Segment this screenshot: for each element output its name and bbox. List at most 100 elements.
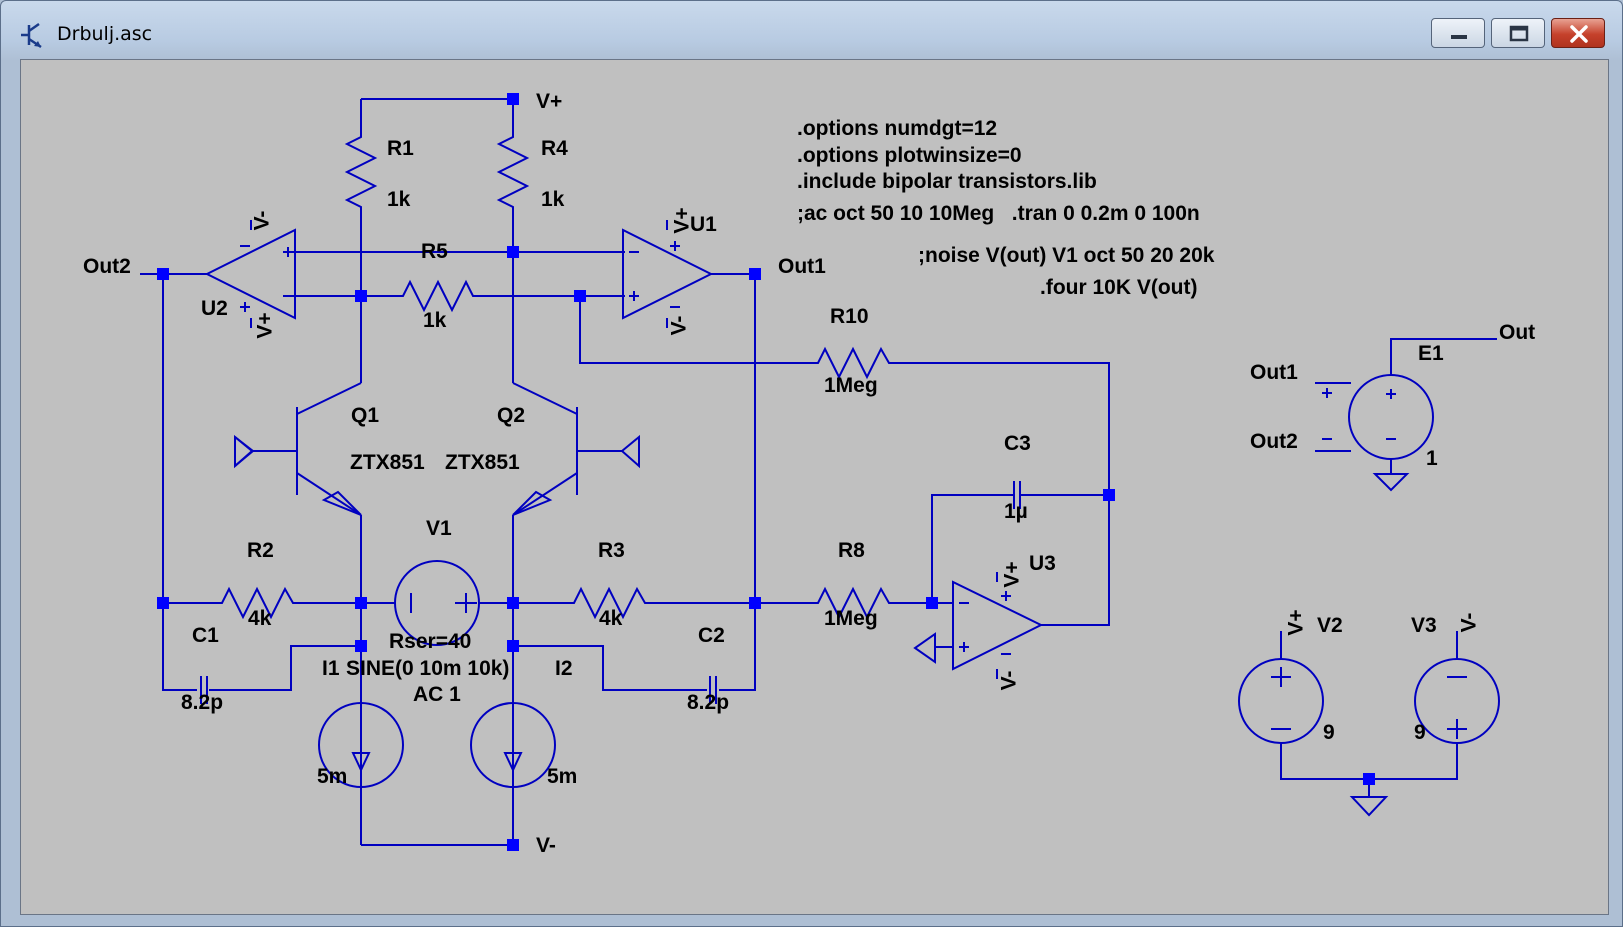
- r2-value: 4k: [248, 607, 272, 630]
- resistor-r1-symbol: [344, 129, 378, 217]
- current-source-i1-symbol: [318, 702, 404, 788]
- opamp-u3-symbol: [952, 580, 1044, 671]
- u2-name: U2: [201, 297, 228, 320]
- resistor-r3-symbol: [567, 586, 655, 620]
- r8-value: 1Meg: [824, 607, 878, 630]
- r1-name: R1: [387, 137, 414, 160]
- u2-supply-vminus: V-: [250, 210, 274, 231]
- e1-ground: [1372, 473, 1410, 492]
- maximize-icon: [1509, 25, 1529, 42]
- net-label-e1-out2: Out2: [1250, 430, 1298, 453]
- q1-name: Q1: [351, 404, 380, 427]
- window-title: Drbulj.asc: [57, 23, 153, 45]
- v1-value-ac: AC 1: [413, 683, 461, 706]
- pin-signs: [240, 241, 1396, 655]
- net-label-out2: Out2: [83, 255, 131, 278]
- q1-emitter-arrow: [321, 490, 362, 516]
- transistor-q2-symbol: [512, 382, 623, 516]
- capacitor-c2-plates: [709, 676, 717, 704]
- directive-four[interactable]: .four 10K V(out): [1040, 276, 1198, 299]
- i1-arrow: [351, 720, 371, 773]
- q2-model: ZTX851: [445, 451, 520, 474]
- v1-value-rser: Rser=40: [389, 630, 472, 653]
- resistor-r8-symbol: [811, 586, 899, 620]
- transistor-app-icon: [21, 22, 42, 49]
- schematic-canvas[interactable]: V+ V- Out2 Out1 Out Out1 Out2 V- V+ V+ V…: [20, 59, 1609, 915]
- title-bar[interactable]: Drbulj.asc: [1, 1, 1622, 59]
- e1-value: 1: [1426, 447, 1438, 470]
- net-label-vminus: V-: [536, 834, 556, 857]
- directive-options-plotwinsize[interactable]: .options plotwinsize=0: [797, 144, 1022, 167]
- r5-value: 1k: [423, 309, 447, 332]
- c2-name: C2: [698, 624, 725, 647]
- i2-arrow: [503, 720, 523, 773]
- v1-signs: [410, 593, 477, 613]
- r3-name: R3: [598, 539, 625, 562]
- i2-name: I2: [555, 657, 573, 680]
- net-label-vplus: V+: [536, 90, 563, 113]
- close-icon: [1570, 25, 1588, 43]
- r4-value: 1k: [541, 188, 565, 211]
- capacitor-c1-plates: [200, 676, 208, 704]
- current-source-i2-symbol: [470, 702, 556, 788]
- net-label-out: Out: [1499, 321, 1536, 344]
- wire-vplus-top: [360, 98, 514, 129]
- v2-supply-vplus: V+: [1284, 609, 1308, 636]
- v3-value: 9: [1414, 721, 1426, 744]
- i2-value: 5m: [547, 765, 578, 788]
- u1-supply-vminus: V-: [667, 315, 691, 336]
- opamp-u2-symbol: [204, 228, 296, 320]
- resistor-r4-symbol: [496, 129, 530, 217]
- u2-supply-vplus: V+: [253, 312, 277, 339]
- q2-base-ground: [620, 434, 640, 469]
- r3-value: 4k: [599, 607, 623, 630]
- q2-emitter-arrow: [512, 490, 553, 516]
- minimize-button[interactable]: [1431, 18, 1485, 48]
- v2-name: V2: [1317, 614, 1343, 637]
- wire-v2-v3: [1280, 631, 1458, 797]
- c1-name: C1: [192, 624, 219, 647]
- u1-name: U1: [690, 213, 717, 236]
- c1-value: 8.2p: [181, 691, 224, 714]
- e1-name: E1: [1418, 342, 1444, 365]
- v3-signs: [1447, 676, 1467, 739]
- wire-e1: [1315, 338, 1497, 474]
- r4-name: R4: [541, 137, 568, 160]
- wire-c2: [513, 603, 756, 691]
- q2-name: Q2: [497, 404, 526, 427]
- q1-model: ZTX851: [350, 451, 425, 474]
- wire-out1: [711, 273, 759, 603]
- r10-value: 1Meg: [824, 374, 878, 397]
- net-label-e1-out1: Out1: [1250, 361, 1298, 384]
- net-label-out1: Out1: [778, 255, 826, 278]
- directive-include[interactable]: .include bipolar transistors.lib: [797, 170, 1097, 193]
- directive-ac-tran[interactable]: ;ac oct 50 10 10Meg .tran 0 0.2m 0 100n: [797, 202, 1200, 225]
- wire-out2: [140, 273, 361, 691]
- c3-value: 1µ: [1004, 500, 1028, 523]
- v1-value-sine: SINE(0 10m 10k): [346, 657, 510, 680]
- c2-value: 8.2p: [687, 691, 730, 714]
- resistor-r5-symbol: [395, 279, 482, 313]
- schematic-drawing: [140, 93, 1500, 851]
- maximize-button[interactable]: [1491, 18, 1545, 48]
- v2-value: 9: [1323, 721, 1335, 744]
- r5-name: R5: [421, 240, 448, 263]
- u3-plus-ground: [913, 632, 953, 664]
- directive-options-numdgt[interactable]: .options numdgt=12: [797, 117, 998, 140]
- transistor-q1-symbol: [234, 382, 362, 516]
- i1-value: 5m: [317, 765, 348, 788]
- directive-noise[interactable]: ;noise V(out) V1 oct 50 20 20k: [918, 244, 1215, 267]
- ground-v2v3: [1349, 796, 1389, 817]
- close-button[interactable]: [1551, 18, 1605, 48]
- r1-value: 1k: [387, 188, 411, 211]
- u3-supply-vplus: V+: [1000, 561, 1024, 588]
- v1-name: V1: [426, 517, 452, 540]
- wire-c3-left: [931, 494, 1014, 603]
- v3-name: V3: [1411, 614, 1437, 637]
- r2-name: R2: [247, 539, 274, 562]
- opamp-u1-symbol: [622, 228, 714, 320]
- minimize-icon: [1451, 35, 1467, 39]
- v3-supply-vminus: V-: [1457, 612, 1481, 633]
- resistor-r10-symbol: [811, 346, 899, 380]
- junction-dots: [157, 93, 1375, 851]
